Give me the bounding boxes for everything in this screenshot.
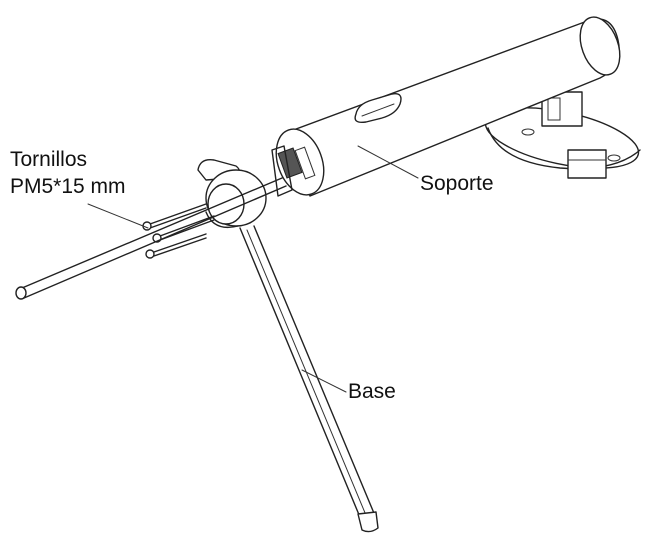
base-leg — [239, 225, 379, 533]
soporte-label: Soporte — [420, 172, 494, 195]
tornillos-label: Tornillos — [10, 148, 88, 171]
soporte-tube — [271, 16, 621, 197]
collar — [197, 159, 267, 229]
screws — [142, 203, 215, 259]
gearbox — [541, 91, 607, 179]
left-rod — [15, 177, 287, 300]
base-label: Base — [348, 380, 396, 403]
leader-lines — [87, 145, 419, 393]
tornillos-spec-label: PM5*15 mm — [10, 175, 126, 198]
